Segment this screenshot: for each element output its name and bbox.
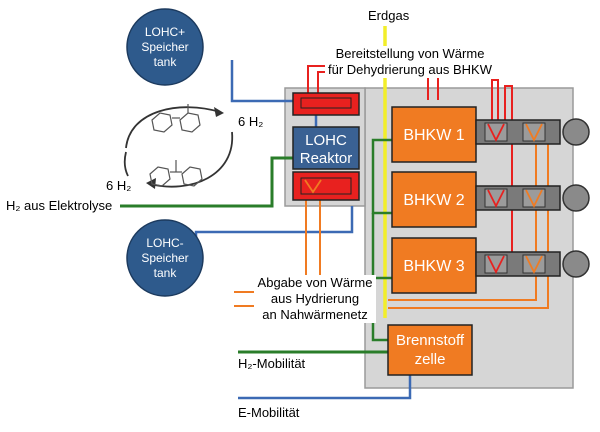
h2-electrolysis-label: H₂ aus Elektrolyse — [6, 198, 113, 213]
fuel-cell-box — [387, 324, 473, 376]
lohc-minus-label-3: tank — [154, 266, 178, 280]
hx-orange-2 — [525, 189, 543, 209]
h2-to-bhkw-line — [371, 138, 392, 156]
lohc-reactor-box — [292, 126, 360, 170]
bhkw3-label: BHKW 3 — [403, 258, 464, 275]
bhkw3-box — [391, 237, 477, 294]
fuel-cell-label-line1: Brennstoff — [396, 332, 465, 349]
heat-release-line-2: aus Hydrierung — [270, 291, 360, 306]
cycle-arrow-top — [125, 106, 221, 149]
heat-supply-line-c — [491, 79, 499, 120]
heat-release-line-1: Abgabe von Wärme — [257, 275, 373, 290]
bhkw1-label: BHKW 1 — [403, 127, 464, 144]
lohc-plus-label-3: tank — [154, 55, 178, 69]
reactor-label-line2: Reaktor — [300, 150, 353, 167]
h2-top-label: 6 H₂ — [238, 114, 264, 129]
bhkw2-box — [391, 171, 477, 228]
e-mobility-label: E-Mobilität — [238, 405, 300, 420]
heat-supply-callout: Bereitstellung von Wärme für Dehydrierun… — [325, 46, 495, 78]
molecule-dehydrogenated-icon — [149, 160, 203, 187]
cycle-arrow-left — [123, 151, 129, 177]
lohc-minus-pipe — [194, 206, 354, 248]
cycle-arrowhead-top — [214, 107, 224, 117]
lohc-plus-label-1: LOHC+ — [145, 25, 185, 39]
hx-red-1 — [487, 123, 505, 143]
heater-bottom-inner — [300, 177, 352, 195]
generator-3 — [475, 250, 590, 278]
hx-orange-3 — [525, 255, 543, 275]
cycle-arrowhead-bottom — [146, 178, 156, 189]
lohc-minus-label-1: LOHC- — [146, 236, 183, 250]
hx-orange-1 — [525, 123, 543, 143]
molecule-hydrogenated-icon — [151, 104, 201, 133]
h2-mobility-label: H₂-Mobilität — [238, 356, 306, 371]
heat-supply-line-d — [504, 85, 513, 276]
bhkw1-box — [391, 106, 477, 163]
bhkw2-label: BHKW 2 — [403, 192, 464, 209]
lohc-plus-tank — [126, 8, 204, 86]
heat-supply-line-1: Bereitstellung von Wärme — [335, 46, 485, 61]
h2-left-label: 6 H₂ — [106, 178, 132, 193]
heat-release-line-3: an Nahwärmenetz — [262, 307, 368, 322]
fuel-cell-label-line2: zelle — [415, 351, 446, 368]
cycle-arrow-bottom — [149, 131, 233, 188]
erdgas-label: Erdgas — [368, 8, 410, 23]
lohc-plus-label-2: Speicher — [141, 40, 188, 54]
lohc-minus-label-2: Speicher — [141, 251, 188, 265]
lohc-minus-tank — [126, 219, 204, 297]
hx-red-3 — [487, 255, 505, 275]
heat-release-callout: Abgabe von Wärme aus Hydrierung an Nahwä… — [254, 275, 376, 323]
e-mobility-line — [238, 375, 412, 400]
heater-bottom — [292, 171, 360, 201]
reactor-label-line1: LOHC — [305, 132, 347, 149]
hx-red-2 — [487, 189, 505, 209]
heat-supply-line-2: für Dehydrierung aus BHKW — [327, 62, 492, 77]
generator-1 — [475, 118, 590, 146]
hx-reactor — [304, 179, 322, 194]
heater-inner — [300, 97, 352, 109]
heater-top — [292, 92, 360, 116]
h2-electrolysis-line — [120, 156, 293, 208]
